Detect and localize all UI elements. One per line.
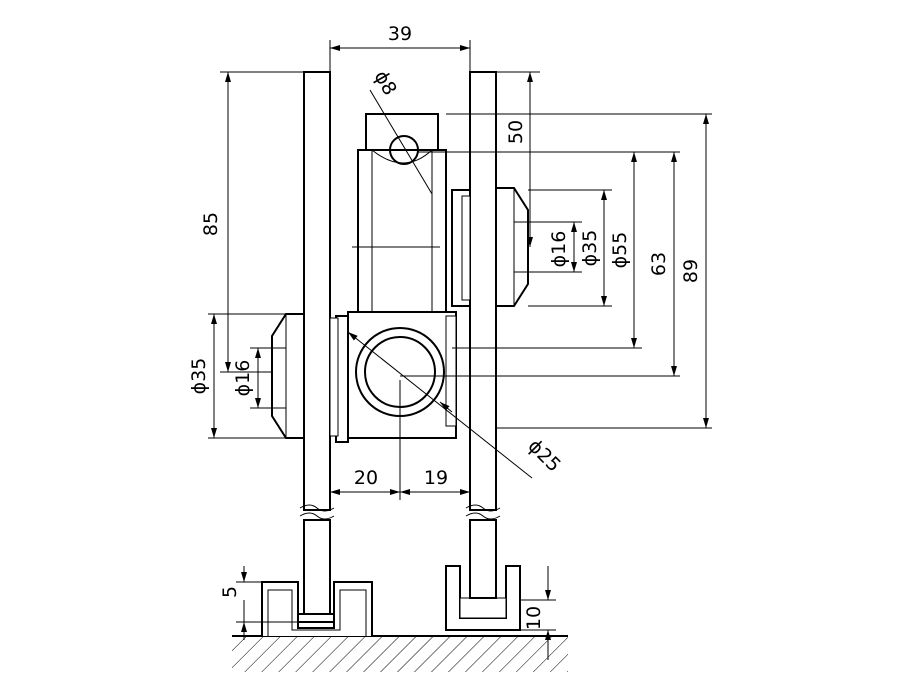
dim-tube-d25: ϕ25	[523, 435, 565, 477]
break-lines	[299, 504, 501, 520]
tube-section	[355, 327, 445, 417]
dim-track-10: 10	[523, 606, 545, 630]
dim-offset-50: 50	[505, 120, 527, 144]
dim-left-d16: ϕ16	[232, 360, 254, 397]
dim-right-d16: ϕ16	[548, 231, 570, 268]
right-clamp-fitting	[451, 187, 529, 307]
dim-track-5: 5	[219, 586, 241, 598]
left-clamp-fitting	[271, 313, 339, 439]
dim-top-width: 39	[388, 23, 412, 45]
dim-63: 63	[648, 252, 670, 276]
floor-section	[232, 635, 568, 672]
left-track-profile	[261, 519, 373, 636]
roller-bracket	[352, 113, 447, 337]
dim-left-d35: ϕ35	[188, 358, 210, 395]
dim-89: 89	[680, 259, 702, 283]
left-glass-panel	[303, 71, 331, 511]
right-track-profile	[445, 519, 521, 631]
dim-height-85: 85	[200, 212, 222, 236]
rod-section	[389, 135, 419, 165]
dim-rod-diameter: ϕ8	[370, 67, 401, 99]
dim-right-d35: ϕ35	[579, 230, 601, 267]
dim-bottom-20: 20	[354, 467, 378, 489]
dim-bottom-19: 19	[424, 467, 448, 489]
dim-d55: ϕ55	[609, 232, 631, 269]
dimension-lines	[208, 40, 712, 660]
right-glass-panel	[469, 71, 497, 511]
